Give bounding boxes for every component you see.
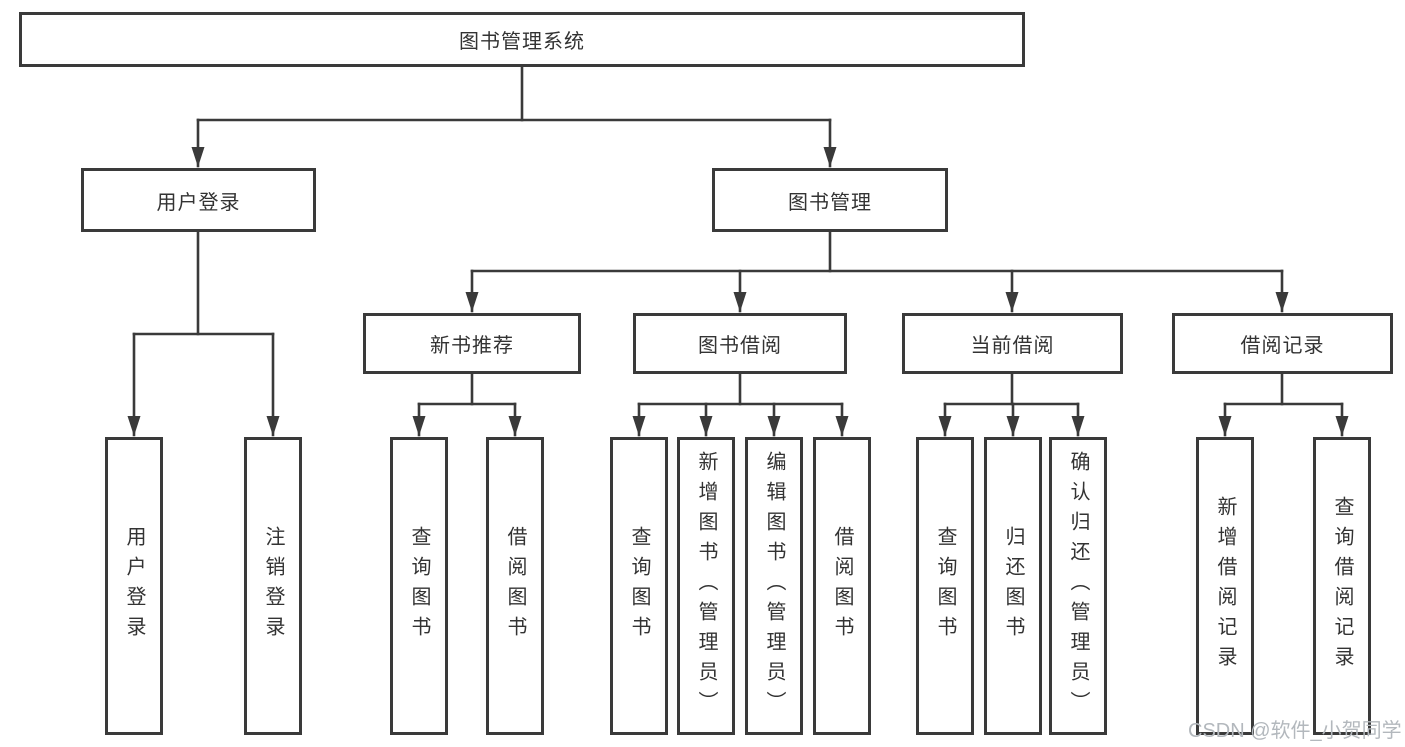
node-label: 图书借阅	[698, 335, 782, 357]
leaf-current-confirm-return-admin: 确认归还（管理员）	[1049, 437, 1107, 735]
connector-user-login-to-leaves	[127, 230, 280, 437]
node-label: 借阅图书	[831, 526, 853, 646]
leaf-user-login: 用户登录	[105, 437, 163, 735]
node-label: 用户登录	[156, 191, 241, 214]
leaf-records-add-record: 新增借阅记录	[1196, 437, 1254, 735]
node-label: 新增借阅记录	[1214, 496, 1236, 676]
node-current-borrow: 当前借阅	[902, 313, 1123, 374]
leaf-borrow-query-books: 查询图书	[610, 437, 668, 735]
node-label: 查询图书	[408, 526, 430, 646]
node-label: 图书管理系统	[459, 31, 585, 53]
connector-new-book-recommend-to-leaves	[412, 372, 522, 437]
node-label: 新增图书（管理员）	[695, 451, 717, 721]
node-label: 确认归还（管理员）	[1067, 451, 1089, 721]
node-label: 注销登录	[262, 526, 284, 646]
node-label: 用户登录	[123, 526, 145, 646]
node-book-mgmt-system: 图书管理系统	[19, 12, 1025, 67]
leaf-borrow-borrow-books: 借阅图书	[813, 437, 871, 735]
connector-book-mgmt-to-level3	[465, 230, 1289, 313]
connector-root-to-level2	[191, 65, 837, 168]
node-book-borrow: 图书借阅	[633, 313, 847, 374]
node-label: 编辑图书（管理员）	[763, 451, 785, 721]
leaf-borrow-add-books-admin: 新增图书（管理员）	[677, 437, 735, 735]
leaf-newrec-query-books: 查询图书	[390, 437, 448, 735]
node-new-book-recommend: 新书推荐	[363, 313, 581, 374]
node-book-mgmt: 图书管理	[712, 168, 948, 232]
node-user-login: 用户登录	[81, 168, 316, 232]
watermark: CSDN @软件_小贺同学	[1188, 720, 1402, 742]
leaf-current-return-books: 归还图书	[984, 437, 1042, 735]
connector-borrow-records-to-leaves	[1218, 372, 1349, 437]
connector-book-borrow-to-leaves	[632, 372, 849, 437]
node-label: 查询借阅记录	[1331, 496, 1353, 676]
leaf-records-query-record: 查询借阅记录	[1313, 437, 1371, 735]
node-label: 借阅记录	[1240, 335, 1325, 357]
connector-current-borrow-to-leaves	[938, 372, 1085, 437]
node-label: 查询图书	[628, 526, 650, 646]
node-label: 查询图书	[934, 526, 956, 646]
node-label: 借阅图书	[504, 526, 526, 646]
node-borrow-records: 借阅记录	[1172, 313, 1393, 374]
node-label: 新书推荐	[430, 335, 514, 357]
node-label: 归还图书	[1002, 526, 1024, 646]
leaf-current-query-books: 查询图书	[916, 437, 974, 735]
node-label: 当前借阅	[970, 335, 1055, 357]
leaf-newrec-borrow-books: 借阅图书	[486, 437, 544, 735]
node-label: 图书管理	[788, 191, 872, 214]
leaf-logout: 注销登录	[244, 437, 302, 735]
leaf-borrow-edit-books-admin: 编辑图书（管理员）	[745, 437, 803, 735]
